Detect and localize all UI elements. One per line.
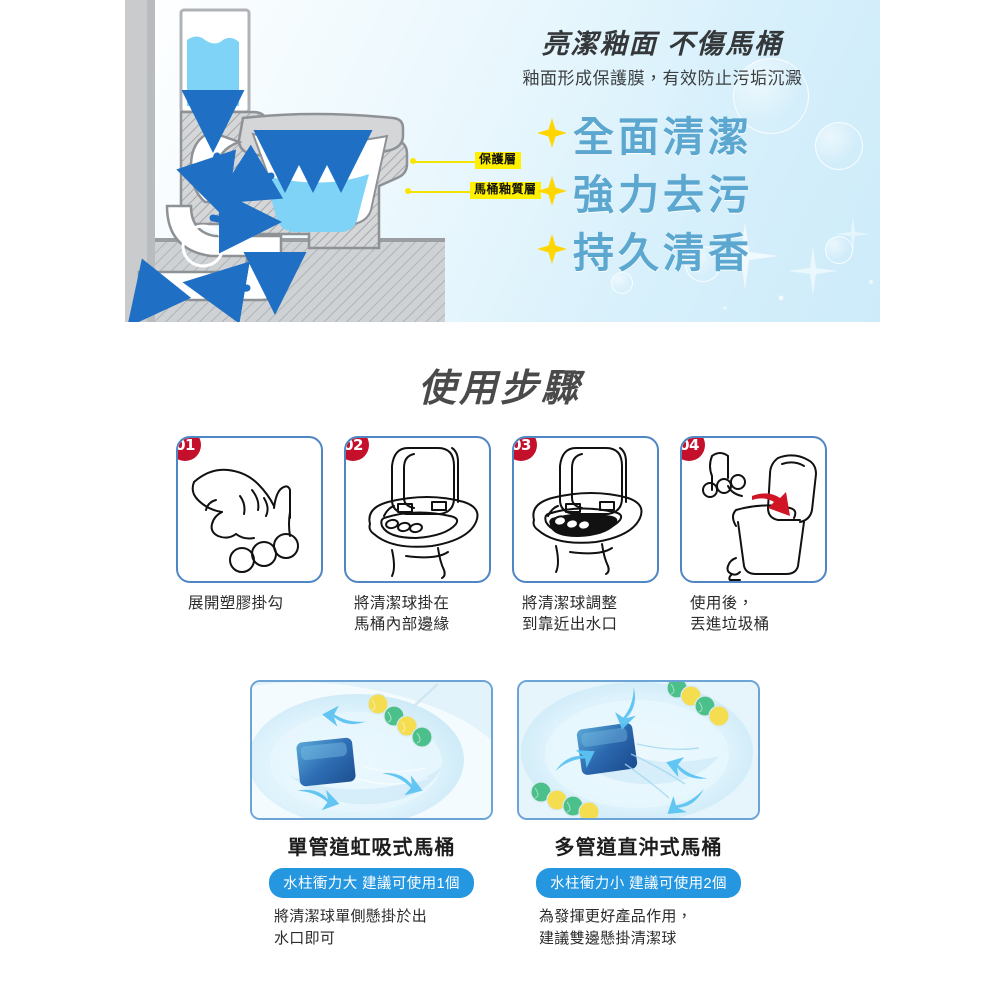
step-number-badge: 02 xyxy=(346,438,369,461)
step-item: 04 xyxy=(680,436,827,636)
hero-subtitle: 釉面形成保護膜，有效防止污垢沉澱 xyxy=(522,69,803,88)
toilet-bowl-open-lid-icon xyxy=(368,447,479,579)
feature-item: 持久清香 xyxy=(535,220,880,278)
step-caption: 展開塑膠掛勾 xyxy=(188,595,284,612)
feature-label: 持久清香 xyxy=(573,229,753,277)
steps-list: 01 xyxy=(176,436,836,636)
hero-banner: 保護層 馬桶釉質層 亮潔釉面 不傷馬桶 釉面形成保護膜，有效防止污垢沉澱 全面清… xyxy=(125,0,880,322)
callout-protective-layer: 保護層 xyxy=(475,152,521,169)
step-number-badge: 04 xyxy=(682,438,705,461)
step-card: 04 xyxy=(680,436,827,583)
feature-label: 強力去污 xyxy=(573,171,753,219)
sparkle-icon xyxy=(535,174,569,208)
comparison-description: 將清潔球單側懸掛於出 水口即可 xyxy=(274,908,428,947)
comparison-title: 多管道直沖式馬桶 xyxy=(554,837,723,859)
step-item: 03 xyxy=(512,436,659,636)
comparison-badge: 水柱衝力大 建議可使用1個 xyxy=(269,868,474,898)
sparkle-icon xyxy=(535,232,569,266)
step-caption: 將清潔球掛在 馬桶內部邊緣 xyxy=(354,595,450,633)
feature-list: 全面清潔 強力去污 持久清香 xyxy=(535,104,880,278)
step-caption: 將清潔球調整 到靠近出水口 xyxy=(522,595,618,633)
step-card: 01 xyxy=(176,436,323,583)
step-item: 02 xyxy=(344,436,491,636)
comparison-column: 單管道虹吸式馬桶 水柱衝力大 建議可使用1個 將清潔球單側懸掛於出 水口即可 xyxy=(250,680,493,950)
feature-label: 全面清潔 xyxy=(573,113,753,161)
feature-item: 全面清潔 xyxy=(535,104,880,162)
toilet-bowl-single-chain-photo xyxy=(250,680,493,820)
sparkle-icon xyxy=(535,116,569,150)
toilet-cutaway-diagram xyxy=(125,0,445,322)
step-number-badge: 01 xyxy=(178,438,201,461)
comparison-section: 單管道虹吸式馬桶 水柱衝力大 建議可使用1個 將清潔球單側懸掛於出 水口即可 xyxy=(250,680,760,950)
steps-section-title: 使用步驟 xyxy=(417,365,582,410)
diagram-callouts: 保護層 馬桶釉質層 xyxy=(405,152,585,212)
toilet-bowl-double-chain-photo xyxy=(517,680,760,820)
hand-unfolding-hook-icon xyxy=(191,468,299,573)
step-caption: 使用後， 丟進垃圾桶 xyxy=(690,595,770,633)
hero-title: 亮潔釉面 不傷馬桶 xyxy=(541,29,784,59)
trash-bin-icon xyxy=(702,452,817,581)
feature-item: 強力去污 xyxy=(535,162,880,220)
step-card: 03 xyxy=(512,436,659,583)
callout-glaze-layer: 馬桶釉質層 xyxy=(470,182,541,199)
comparison-badge: 水柱衝力小 建議可使用2個 xyxy=(536,868,741,898)
step-item: 01 xyxy=(176,436,323,636)
comparison-title: 單管道虹吸式馬桶 xyxy=(287,837,456,859)
comparison-column: 多管道直沖式馬桶 水柱衝力小 建議可使用2個 為發揮更好產品作用， 建議雙邊懸掛… xyxy=(517,680,760,950)
step-number-badge: 03 xyxy=(514,438,537,461)
toilet-bowl-adjust-icon xyxy=(532,447,643,575)
comparison-description: 為發揮更好產品作用， 建議雙邊懸掛清潔球 xyxy=(539,908,693,947)
step-card: 02 xyxy=(344,436,491,583)
